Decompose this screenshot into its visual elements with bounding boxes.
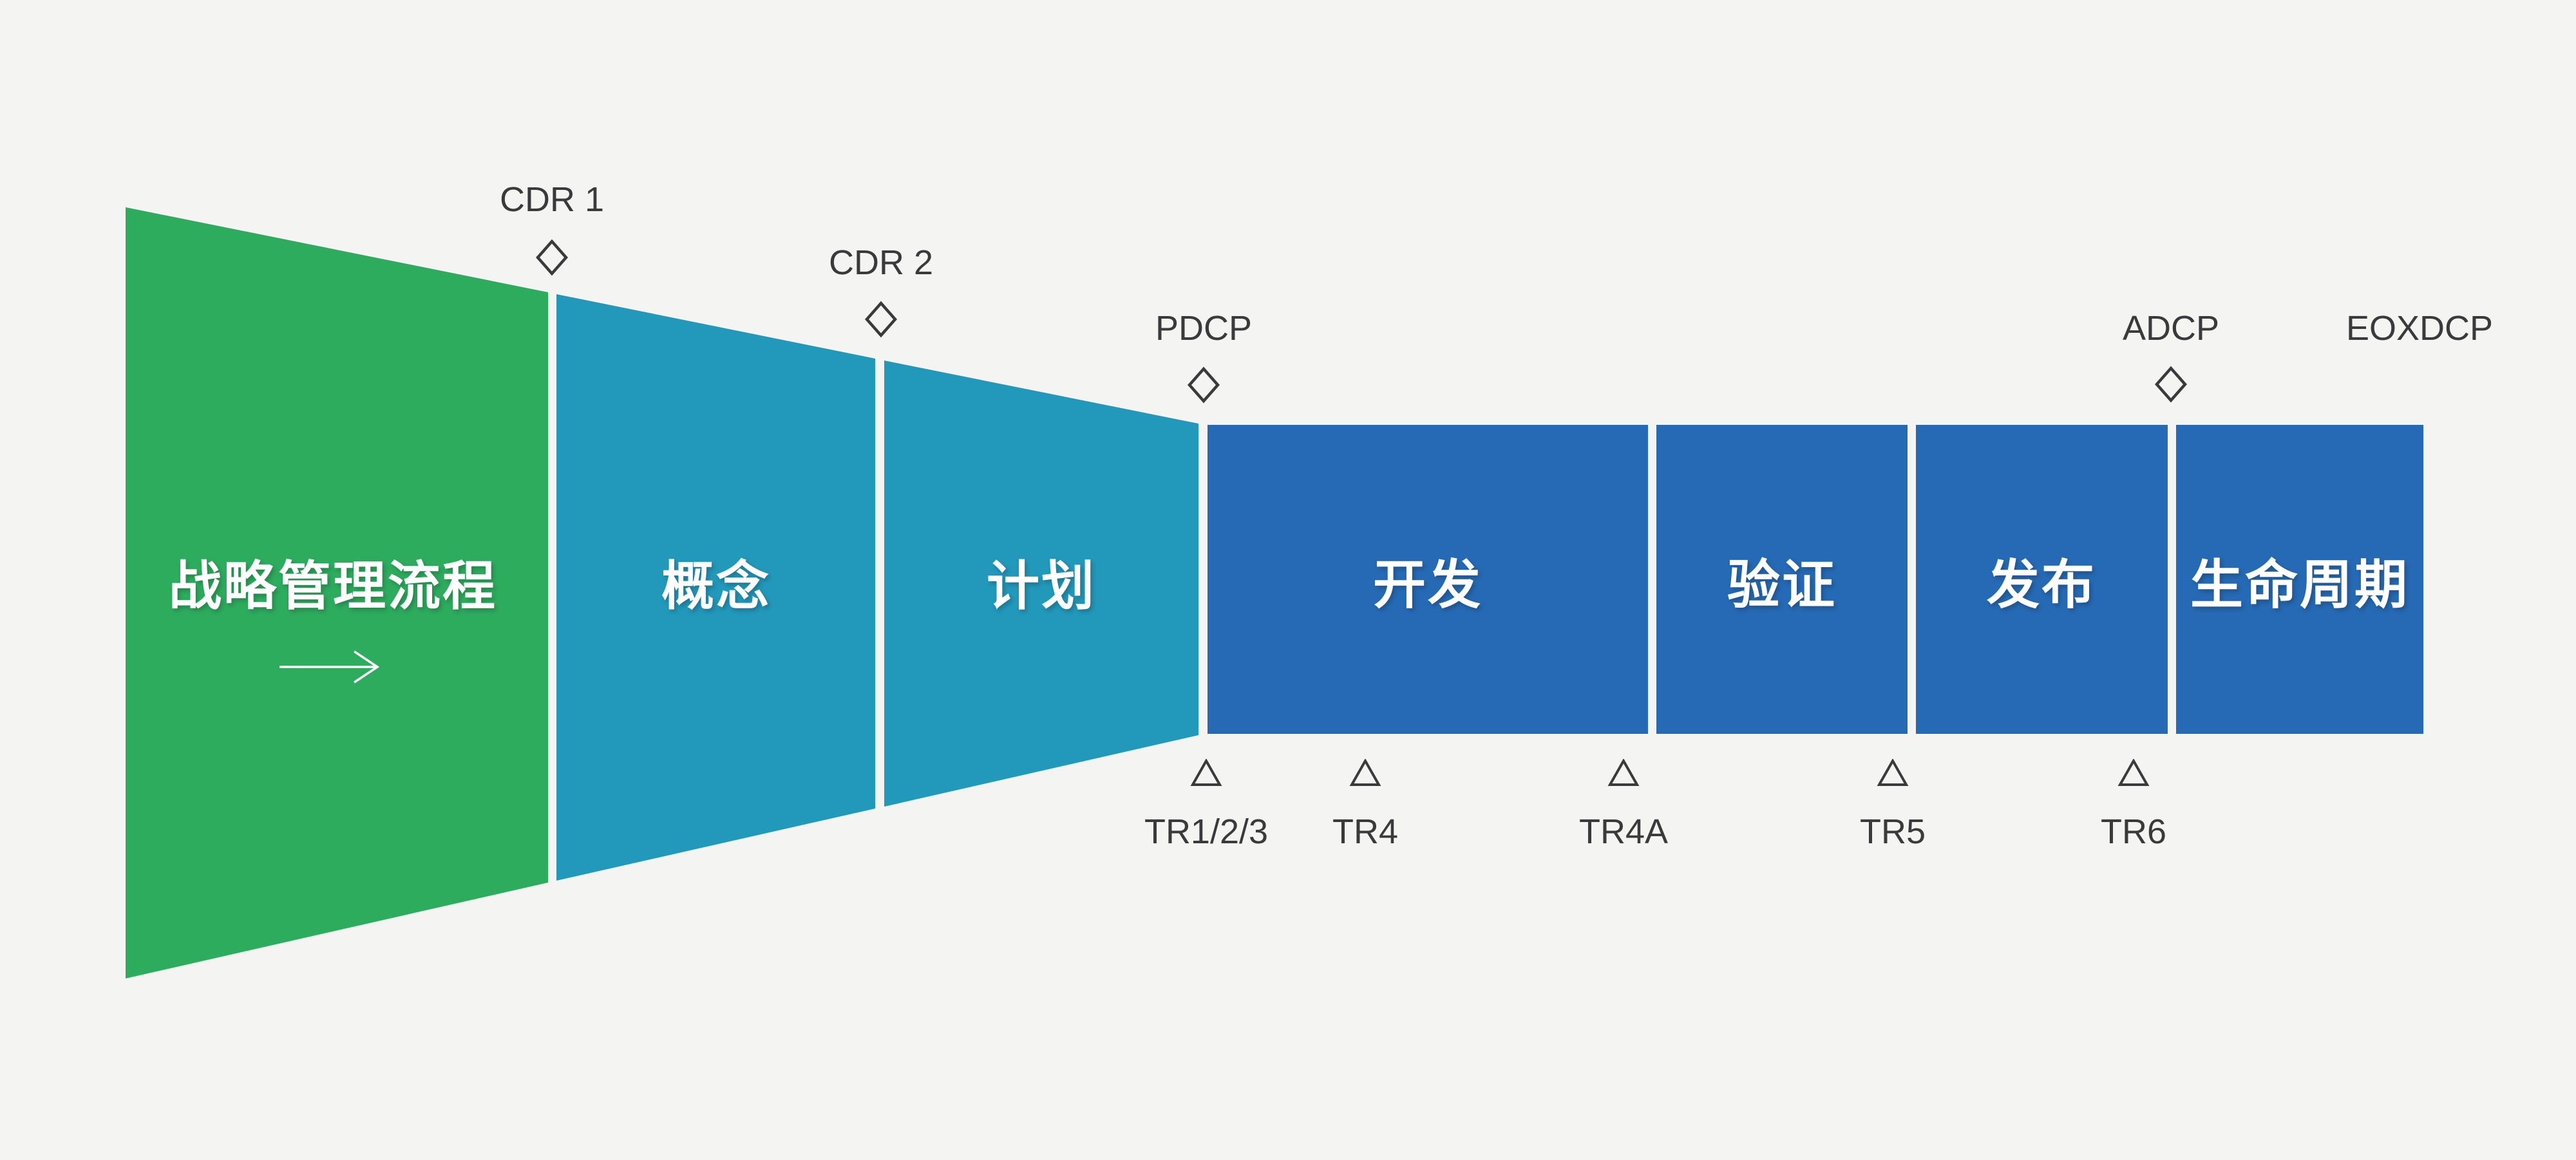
stage-label-release: 发布	[1986, 556, 2097, 615]
stage-label-verify: 验证	[1727, 556, 1837, 615]
stage-label-develop: 开发	[1372, 556, 1483, 615]
tech-review-label: TR4A	[1578, 812, 1669, 851]
triangle-icon	[1607, 759, 1640, 786]
milestone-label: CDR 2	[828, 243, 934, 282]
triangle-icon	[2117, 759, 2150, 786]
diamond-icon	[2155, 366, 2187, 403]
triangle-icon	[1190, 759, 1222, 786]
milestone-label: EOXDCP	[2345, 309, 2494, 348]
triangle-icon	[1877, 759, 1909, 786]
stage-shape-release	[1916, 425, 2168, 734]
stage-label-lifecycle: 生命周期	[2190, 556, 2410, 615]
stage-label-strategy: 战略管理流程	[168, 557, 498, 616]
diamond-icon	[865, 301, 897, 338]
stage-label-plan: 计划	[986, 557, 1097, 616]
tech-review-label: TR1/2/3	[1144, 812, 1269, 851]
stage-shape-concept	[556, 294, 875, 881]
diamond-icon	[536, 239, 568, 276]
stage-shape-develop	[1208, 425, 1648, 734]
stage-label-concept: 概念	[661, 557, 772, 616]
right-arrow-icon	[279, 650, 380, 684]
tech-review-label: TR5	[1859, 812, 1926, 851]
tech-review-label: TR4	[1332, 812, 1399, 851]
diamond-icon	[1188, 366, 1220, 404]
milestone-label: CDR 1	[499, 180, 605, 219]
stage-shape-lifecycle	[2176, 425, 2423, 734]
triangle-icon	[1349, 759, 1381, 786]
tech-review-label: TR6	[2100, 812, 2167, 851]
stage-shape-plan	[884, 360, 1198, 807]
stage-shape-verify	[1656, 425, 1908, 734]
stage-shape-strategy	[126, 207, 548, 978]
milestone-label: ADCP	[2122, 309, 2220, 348]
milestone-label: PDCP	[1155, 309, 1253, 348]
